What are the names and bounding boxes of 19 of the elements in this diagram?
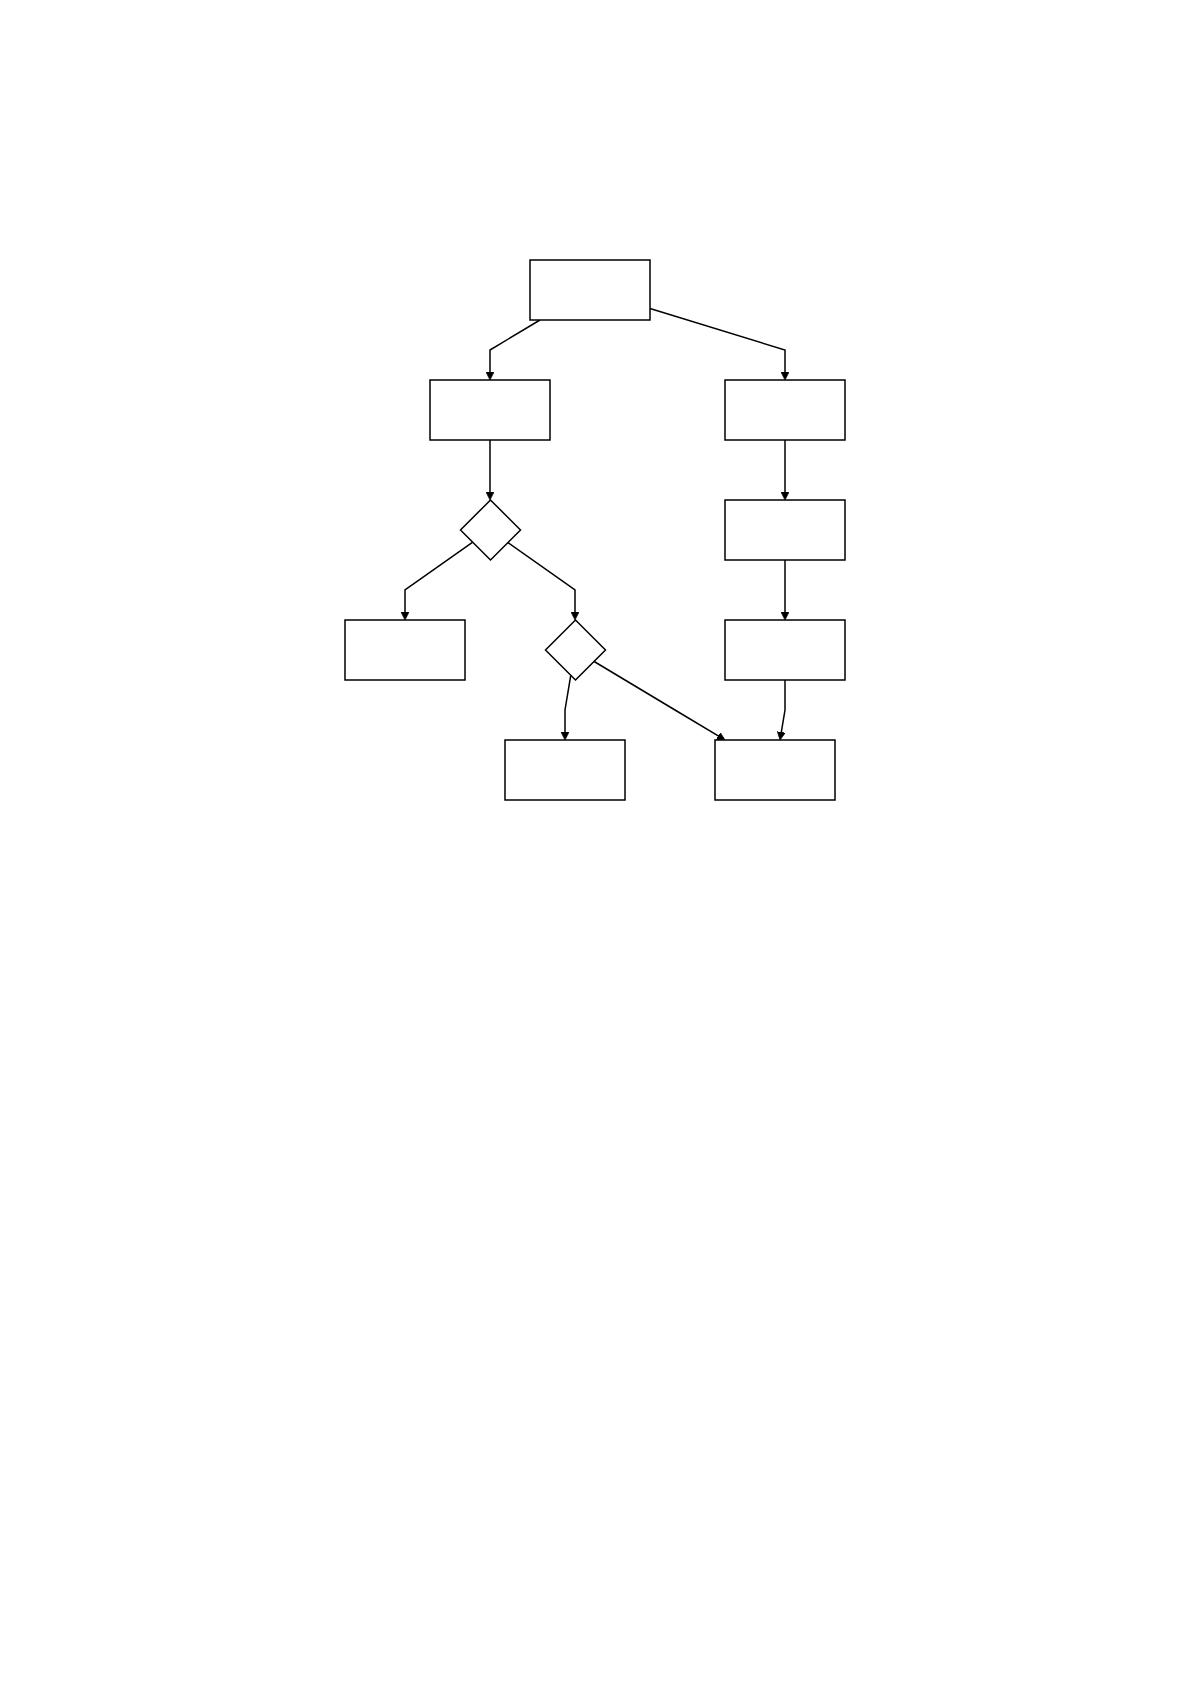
- node-box: [714, 739, 836, 801]
- node-box: [724, 499, 846, 561]
- node-box: [504, 739, 626, 801]
- arrow: [485, 439, 495, 501]
- arrow: [560, 674, 572, 741]
- arrow: [400, 541, 474, 621]
- node-box: [724, 619, 846, 681]
- node-diamond: [459, 498, 522, 562]
- arrow: [776, 679, 786, 741]
- node-box: [344, 619, 466, 681]
- node-diamond: [544, 618, 607, 682]
- node-box: [529, 259, 651, 321]
- arrow: [506, 541, 580, 621]
- node-box: [429, 379, 551, 441]
- arrow: [485, 319, 541, 381]
- arrow: [780, 559, 790, 621]
- arrow: [780, 439, 790, 501]
- arrow: [593, 660, 726, 741]
- node-box: [724, 379, 846, 441]
